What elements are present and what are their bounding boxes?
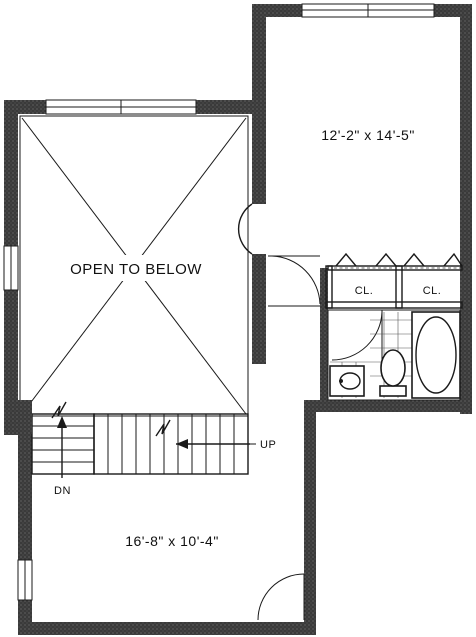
open-to-below-area: OPEN TO BELOW	[19, 115, 249, 417]
hall-doors	[268, 255, 383, 362]
stair-break-icon	[51, 401, 67, 419]
bathtub-icon	[411, 311, 461, 399]
bedroom-dimension: 12'-2" x 14'-5"	[321, 127, 415, 143]
sink-icon	[329, 365, 365, 397]
window-icon	[3, 3, 435, 601]
closet-b-label: CL.	[423, 285, 442, 297]
stair-up-label: UP	[260, 439, 276, 451]
loft-dimension: 16'-8" x 10'-4"	[125, 533, 219, 549]
open-to-below-label: OPEN TO BELOW	[70, 261, 202, 278]
bathroom	[327, 309, 461, 401]
bedroom: 12'-2" x 14'-5"	[237, 127, 415, 255]
stairs: UP DN	[18, 400, 276, 497]
loft: 16'-8" x 10'-4"	[125, 533, 305, 621]
exterior-walls	[4, 4, 472, 635]
closets: CL. CL.	[325, 252, 463, 309]
stair-down-label: DN	[54, 485, 71, 497]
door-swing-icon	[237, 203, 253, 255]
toilet-icon	[379, 349, 407, 397]
closet-a-label: CL.	[355, 285, 374, 297]
door-swing-icon	[257, 573, 305, 621]
